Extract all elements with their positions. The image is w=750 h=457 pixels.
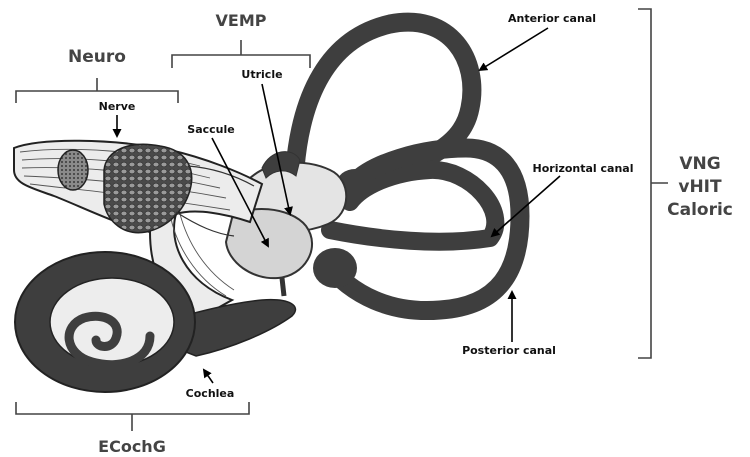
saccule-label: Saccule	[187, 123, 234, 136]
vemp-label: VEMP	[216, 11, 267, 30]
utricle-label: Utricle	[241, 68, 282, 81]
scarpa-ganglion	[104, 144, 192, 232]
nerve-ganglion	[58, 150, 88, 190]
ecochg-label: ECochG	[98, 437, 166, 456]
vhit-label: vHIT	[678, 177, 722, 197]
neuro-bracket	[16, 91, 178, 103]
anterior-canal-label: Anterior canal	[508, 12, 596, 25]
vng-bracket	[638, 9, 651, 358]
connecting-duct	[282, 278, 284, 296]
ecochg-bracket	[16, 402, 249, 414]
neuro-label: Neuro	[68, 47, 126, 67]
posterior-canal-label: Posterior canal	[462, 344, 556, 357]
vng-label: VNG	[679, 154, 720, 174]
ampulla-lower	[313, 248, 357, 288]
cochlea-label: Cochlea	[186, 387, 235, 400]
caloric-label: Caloric	[667, 200, 733, 220]
anterior-canal-arrow	[480, 28, 548, 70]
nerve-label: Nerve	[99, 100, 136, 113]
cochlea-arrow	[204, 370, 213, 383]
horizontal-canal-label: Horizontal canal	[533, 162, 634, 175]
vemp-bracket	[172, 55, 310, 68]
